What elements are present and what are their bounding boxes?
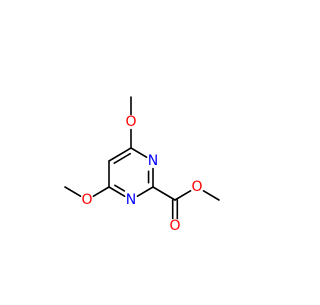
atom-label-oxygen-ester: O <box>191 179 202 195</box>
single-bond <box>108 147 132 162</box>
bond-layer <box>64 96 220 220</box>
single-bond <box>64 186 82 197</box>
single-bond <box>92 186 110 197</box>
double-bond-inner-line <box>114 184 126 192</box>
single-bond <box>202 190 220 201</box>
atom-label-oxygen-top-methoxy: O <box>125 114 136 130</box>
atom-label-oxygen-left-methoxy: O <box>81 192 92 208</box>
single-bond <box>130 147 148 158</box>
atom-label-nitrogen-ring-right: N <box>148 153 158 169</box>
single-bond <box>152 186 176 201</box>
double-bond-inner-line <box>113 152 131 164</box>
single-bond <box>136 186 154 197</box>
single-bond <box>174 190 192 201</box>
molecule-structure-diagram: O O N N O O <box>64 96 220 234</box>
atom-label-nitrogen-ring-bottom: N <box>126 192 136 208</box>
molecule-canvas: O O N N O O <box>64 96 220 234</box>
single-bond <box>108 186 126 197</box>
atom-label-oxygen-carbonyl: O <box>169 218 180 234</box>
atom-label-layer: O O N N O O <box>81 114 202 234</box>
